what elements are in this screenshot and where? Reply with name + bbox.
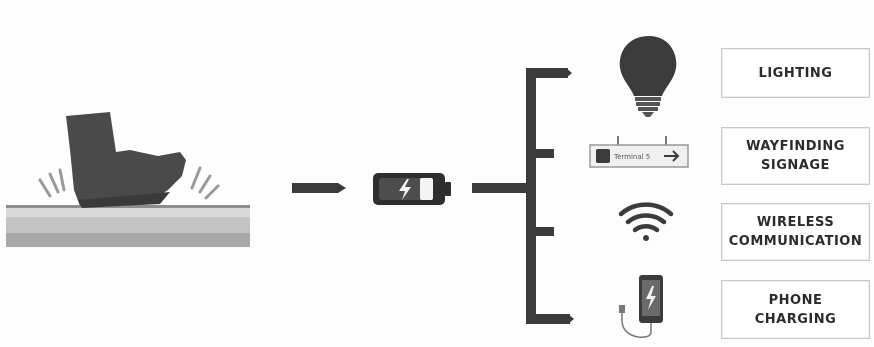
output-label-line: LIGHTING <box>759 64 833 83</box>
distribution-bus-icon <box>526 68 574 324</box>
output-label-line: WAYFINDING <box>746 137 845 156</box>
output-label-line: WIRELESS <box>729 213 862 232</box>
output-label-line: CHARGING <box>755 310 837 329</box>
battery-icon <box>373 173 451 205</box>
impact-lines-left-icon <box>40 170 64 196</box>
signage-text: Terminal 5 <box>613 153 650 161</box>
impact-lines-right-icon <box>192 168 218 198</box>
output-label-line: PHONE <box>755 291 837 310</box>
output-label-wireless-communication: WIRELESS COMMUNICATION <box>721 203 870 261</box>
output-label-line: SIGNAGE <box>746 156 845 175</box>
phone-charging-icon <box>619 275 663 337</box>
arrow-floor-to-battery-icon <box>292 183 346 193</box>
boot-icon <box>66 112 186 208</box>
output-label-phone-charging: PHONE CHARGING <box>721 280 870 339</box>
arrow-battery-to-bus-icon <box>472 183 532 193</box>
output-label-line: COMMUNICATION <box>729 232 862 251</box>
light-bulb-icon <box>620 36 677 117</box>
output-label-lighting: LIGHTING <box>721 48 870 98</box>
output-label-wayfinding-signage: WAYFINDING SIGNAGE <box>721 127 870 185</box>
signage-icon: Terminal 5 <box>590 136 688 167</box>
floor-tile <box>6 205 250 247</box>
wifi-icon <box>621 205 671 241</box>
